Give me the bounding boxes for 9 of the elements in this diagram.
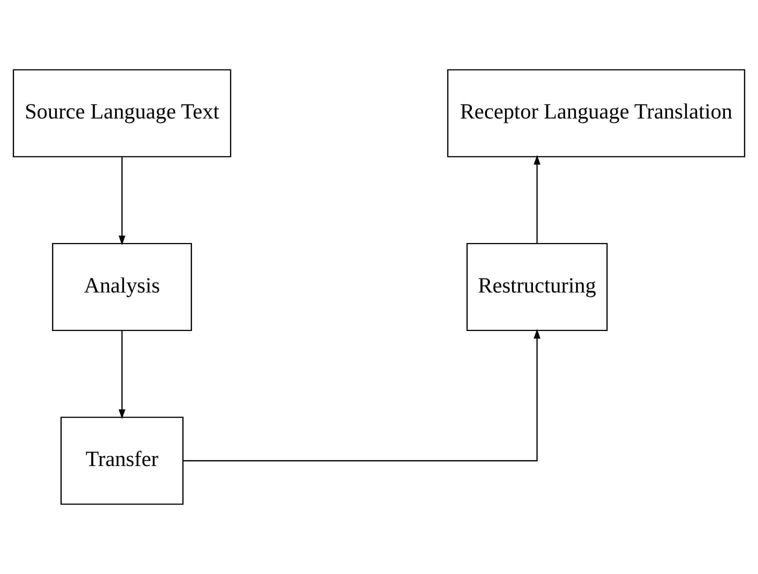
arrow (183, 329, 540, 462)
node-box: Receptor Language Translation (447, 69, 746, 158)
node-box: Restructuring (466, 242, 608, 332)
node-box: Source Language Text (12, 69, 232, 158)
node-box: Analysis (52, 242, 192, 332)
arrow (118, 157, 126, 246)
arrow (534, 154, 540, 244)
arrow (118, 330, 126, 420)
node-box: Transfer (60, 416, 184, 505)
